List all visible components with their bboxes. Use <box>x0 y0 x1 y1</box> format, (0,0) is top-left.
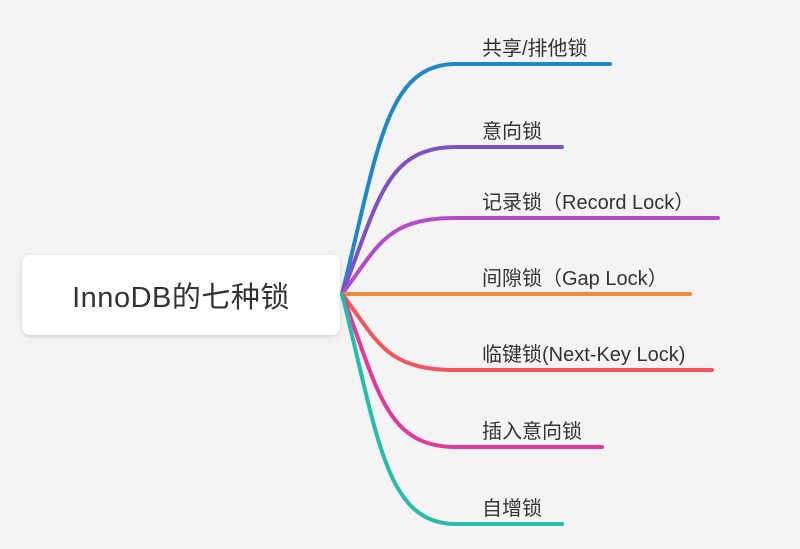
branch-line-3 <box>340 216 720 296</box>
branch-line-6 <box>340 292 604 449</box>
branch-node-6[interactable]: 插入意向锁 <box>482 421 582 443</box>
branch-line-1 <box>340 62 612 296</box>
branch-node-3[interactable]: 记录锁（Record Lock） <box>482 192 695 214</box>
branch-node-7[interactable]: 自增锁 <box>482 498 542 520</box>
branch-line-7 <box>340 292 564 526</box>
branch-line-5 <box>340 292 714 372</box>
branch-node-2[interactable]: 意向锁 <box>482 121 542 143</box>
root-node[interactable]: InnoDB的七种锁 <box>22 255 340 335</box>
branch-node-5[interactable]: 临键锁(Next-Key Lock) <box>482 344 686 366</box>
branch-node-4[interactable]: 间隙锁（Gap Lock） <box>482 268 668 290</box>
branch-node-1[interactable]: 共享/排他锁 <box>482 38 588 60</box>
branch-line-2 <box>340 145 564 296</box>
